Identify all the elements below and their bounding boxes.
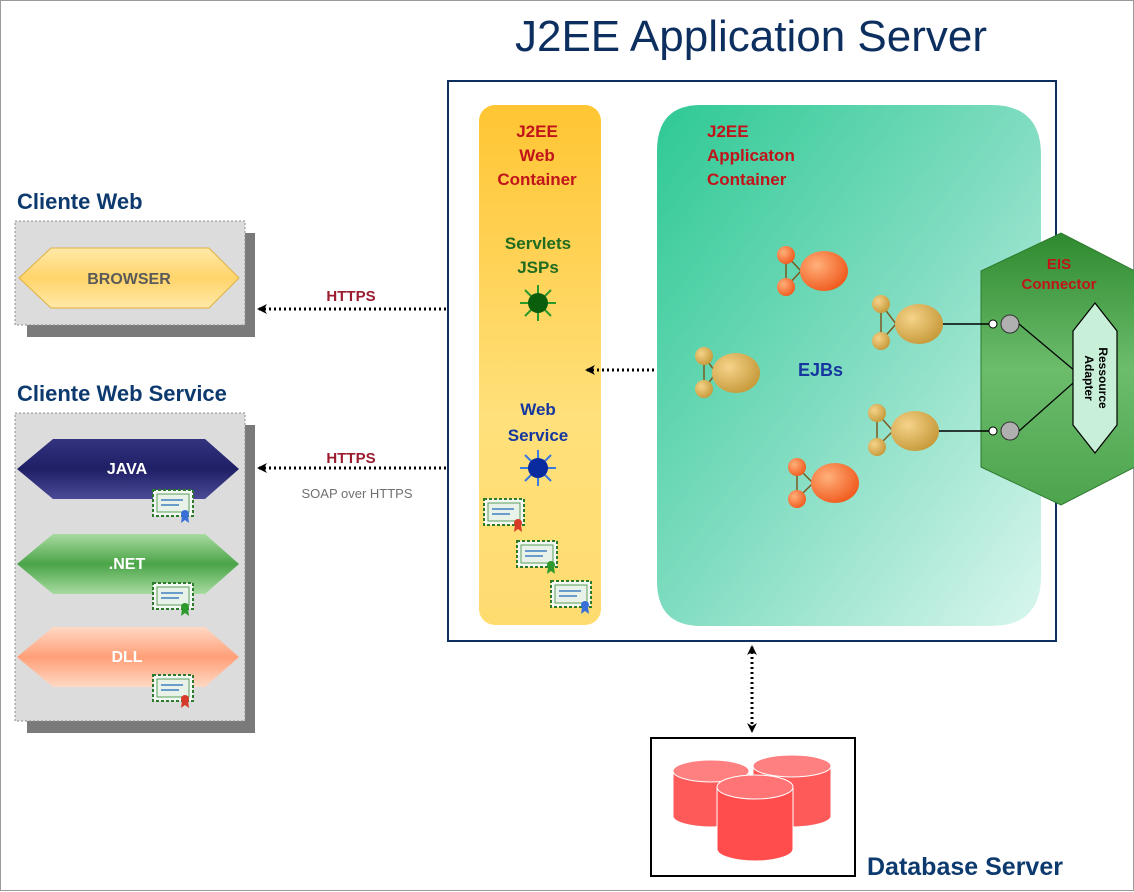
bean-icon	[868, 404, 939, 456]
bean-icon	[872, 295, 943, 350]
certificate-icon	[152, 489, 194, 523]
jsps-label: JSPs	[517, 258, 559, 277]
web-container[interactable]	[479, 105, 601, 625]
sun-icon	[520, 285, 556, 321]
database-cylinder-icon	[716, 774, 794, 862]
sun-icon	[520, 450, 556, 486]
servlets-label: Servlets	[505, 234, 571, 253]
java-node[interactable]: JAVA	[17, 439, 239, 523]
cliente-web-heading: Cliente Web	[17, 189, 143, 214]
adapter-label-2: Adapter	[1082, 355, 1096, 401]
certificate-icon	[483, 498, 525, 532]
certificate-icon	[550, 580, 592, 614]
bean-icon	[788, 458, 859, 508]
adapter-label-1: Ressource	[1096, 347, 1110, 409]
browser-label: BROWSER	[87, 271, 171, 288]
database-label: Database Server	[867, 853, 1063, 881]
https-label-top: HTTPS	[326, 288, 375, 305]
certificate-icon	[152, 582, 194, 616]
web-container-title-3: Container	[497, 170, 577, 189]
eis-label-1: EIS	[1047, 256, 1071, 273]
net-node[interactable]: .NET	[17, 534, 239, 616]
dll-label: DLL	[111, 649, 142, 666]
java-label: JAVA	[107, 461, 148, 478]
app-container-title-1: J2EE	[707, 122, 749, 141]
dll-node[interactable]: DLL	[17, 627, 239, 708]
cliente-ws-heading: Cliente Web Service	[17, 381, 227, 406]
ws-label-1: Web	[520, 400, 556, 419]
app-container[interactable]	[657, 105, 1041, 626]
ejbs-label: EJBs	[798, 360, 843, 380]
ws-label-2: Service	[508, 426, 569, 445]
certificate-icon	[152, 674, 194, 708]
bean-icon	[695, 347, 760, 398]
certificate-icon	[516, 540, 558, 574]
app-container-title-2: Applicaton	[707, 146, 795, 165]
web-container-title-2: Web	[519, 146, 555, 165]
page-title: J2EE Application Server	[515, 12, 987, 61]
app-container-title-3: Container	[707, 170, 787, 189]
web-container-title-1: J2EE	[516, 122, 558, 141]
soap-label: SOAP over HTTPS	[301, 486, 412, 501]
https-label-bottom: HTTPS	[326, 450, 375, 467]
lollipop-connector-icon	[988, 314, 1020, 441]
resource-adapter[interactable]	[1072, 302, 1118, 454]
browser-node[interactable]: BROWSER	[18, 247, 240, 309]
eis-label-2: Connector	[1022, 276, 1097, 293]
bean-icon	[777, 246, 848, 296]
net-label: .NET	[109, 556, 146, 573]
